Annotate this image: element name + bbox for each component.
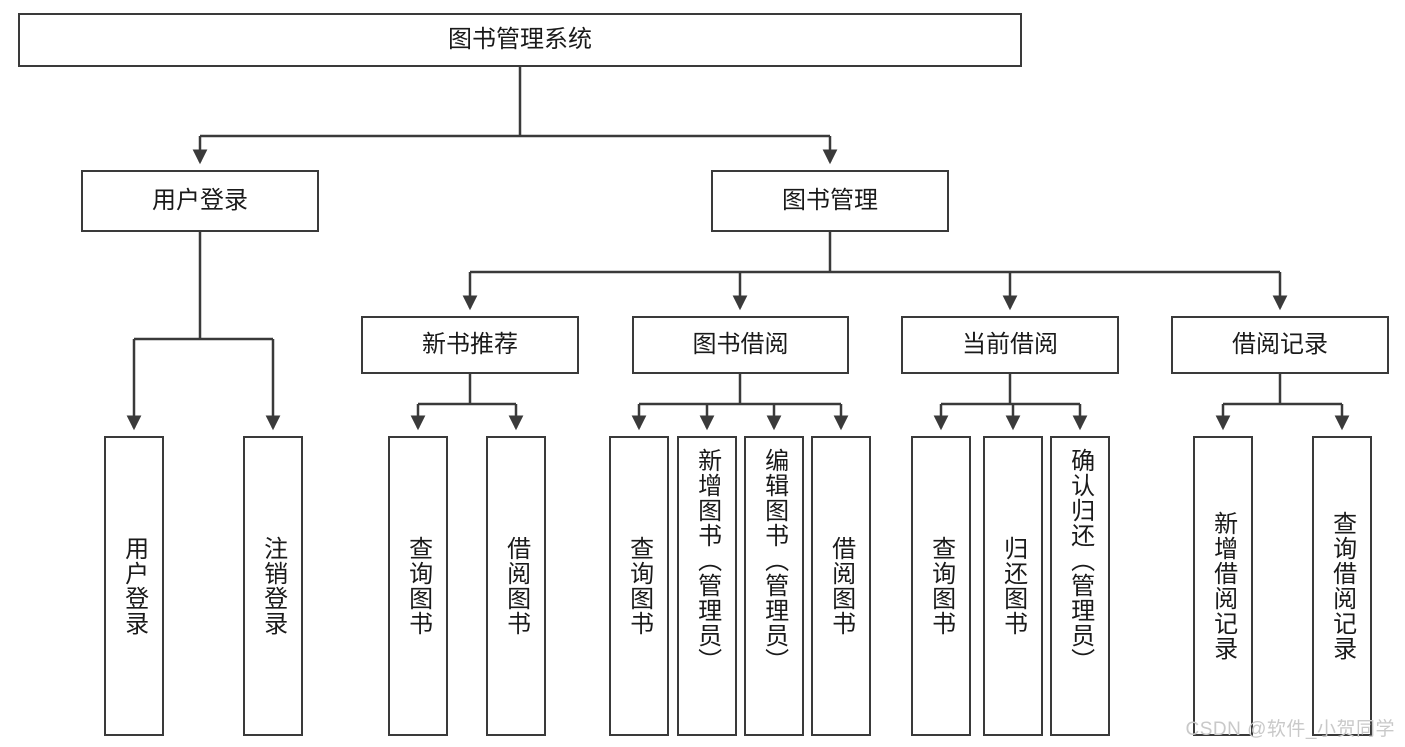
leaf-query-borrow-record[interactable]: 查询借阅记录 — [1312, 436, 1372, 736]
leaf-logout[interactable]: 注销登录 — [243, 436, 303, 736]
node-current-borrow[interactable]: 当前借阅 — [901, 316, 1119, 374]
node-book-borrow[interactable]: 图书借阅 — [632, 316, 849, 374]
leaf-return-book[interactable]: 归还图书 — [983, 436, 1043, 736]
node-borrow-records[interactable]: 借阅记录 — [1171, 316, 1389, 374]
node-user-login[interactable]: 用户登录 — [81, 170, 319, 232]
leaf-add-borrow-record[interactable]: 新增借阅记录 — [1193, 436, 1253, 736]
leaf-edit-book-admin[interactable]: 编辑图书（管理员） — [744, 436, 804, 736]
leaf-query-book-current[interactable]: 查询图书 — [911, 436, 971, 736]
leaf-borrow-book-recommend[interactable]: 借阅图书 — [486, 436, 546, 736]
leaf-confirm-return-admin[interactable]: 确认归还（管理员） — [1050, 436, 1110, 736]
leaf-borrow-book[interactable]: 借阅图书 — [811, 436, 871, 736]
node-root[interactable]: 图书管理系统 — [18, 13, 1022, 67]
leaf-add-book-admin[interactable]: 新增图书（管理员） — [677, 436, 737, 736]
leaf-query-book-recommend[interactable]: 查询图书 — [388, 436, 448, 736]
csdn-watermark: CSDN @软件_小贺同学 — [1185, 719, 1395, 740]
leaf-query-book-borrow[interactable]: 查询图书 — [609, 436, 669, 736]
leaf-user-login[interactable]: 用户登录 — [104, 436, 164, 736]
node-new-book-recommend[interactable]: 新书推荐 — [361, 316, 579, 374]
node-book-management[interactable]: 图书管理 — [711, 170, 949, 232]
